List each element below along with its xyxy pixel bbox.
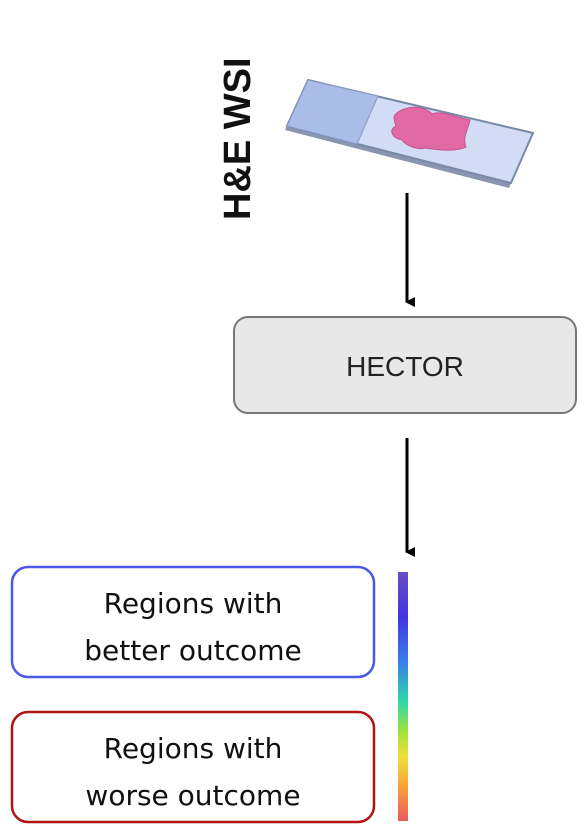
- legend-better-line1: Regions with: [104, 587, 283, 620]
- outcome-colorbar: [398, 572, 408, 821]
- legend-worse-outcome: Regions with worse outcome: [10, 710, 376, 824]
- legend-better-line2: better outcome: [84, 634, 301, 667]
- slide-icon: [285, 78, 535, 188]
- input-label: H&E WSI: [217, 57, 259, 220]
- legend-worse-line2: worse outcome: [85, 779, 300, 812]
- model-label: HECTOR: [346, 351, 464, 382]
- legend-worse-line1: Regions with: [104, 732, 283, 765]
- model-box: HECTOR: [233, 316, 577, 414]
- tissue-shape: [391, 106, 471, 151]
- legend-better-outcome: Regions with better outcome: [10, 565, 376, 679]
